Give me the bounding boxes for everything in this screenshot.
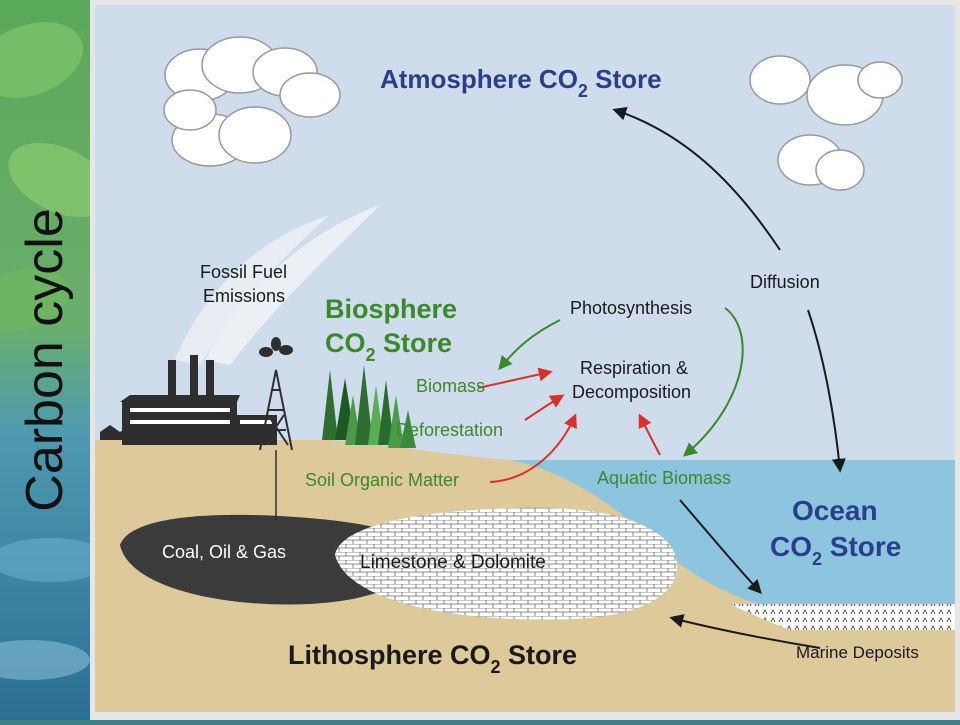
oil-gush-icon: [259, 337, 293, 357]
diffusion-label: Diffusion: [750, 272, 820, 292]
sidebar-background: Carbon cycle: [0, 0, 90, 720]
oil-derrick-icon: [259, 369, 293, 520]
respiration-arrow: [524, 394, 565, 421]
diffusion-arrow: [612, 106, 781, 251]
respiration-label: Respiration &: [580, 358, 688, 378]
ocean-store-label: Ocean: [792, 495, 878, 526]
cloud-icon: [163, 36, 341, 167]
page-title: Carbon cycle: [16, 208, 74, 512]
photosynthesis-arrow: [682, 307, 744, 457]
lithosphere-arrow: [669, 614, 821, 649]
carbon-cycle-diagram: Atmosphere CO2 Store Biosphere CO2 Store…: [90, 0, 960, 720]
marine-deposition-arrow: [679, 499, 762, 595]
factory-windows: [130, 408, 272, 424]
photosynthesis-label: Photosynthesis: [570, 298, 692, 318]
limestone-dolomite-label: Limestone & Dolomite: [360, 552, 546, 573]
smoke-plume: [175, 215, 330, 365]
marine-deposit-layer: [730, 604, 955, 630]
cloud-icon: [749, 55, 903, 191]
biosphere-store-label-line2: CO2 Store: [325, 328, 452, 365]
soil-organic-matter-label: Soil Organic Matter: [305, 470, 459, 490]
aquatic-biomass-label: Aquatic Biomass: [597, 468, 731, 488]
fossil-fuel-label-line2: Emissions: [203, 286, 285, 306]
atmosphere-store-label: Atmosphere CO2 Store: [380, 64, 662, 101]
respiration-label-line2: Decomposition: [572, 382, 691, 402]
limestone-dolomite-deposit: [335, 507, 678, 620]
leaf-water-background: [0, 0, 90, 720]
marine-deposits-label: Marine Deposits: [796, 643, 919, 662]
respiration-arrow: [477, 367, 553, 389]
diffusion-arrow: [807, 309, 846, 473]
smoke-plume: [205, 205, 380, 365]
deforestation-label: Deforestation: [396, 420, 503, 440]
coal-oil-gas-deposit: [120, 514, 423, 605]
fossil-fuel-label: Fossil Fuel: [200, 262, 287, 282]
forest-icon: [322, 365, 416, 448]
lithosphere-store-label: Lithosphere CO2 Store: [288, 640, 577, 677]
respiration-arrow: [638, 413, 661, 456]
photosynthesis-arrow: [498, 319, 561, 371]
ocean: [510, 460, 955, 610]
respiration-arrow: [489, 413, 577, 483]
biomass-label: Biomass: [416, 376, 485, 396]
coal-oil-gas-label: Coal, Oil & Gas: [162, 542, 286, 562]
ocean-store-label-line2: CO2 Store: [770, 531, 901, 569]
biosphere-store-label: Biosphere: [325, 294, 457, 324]
